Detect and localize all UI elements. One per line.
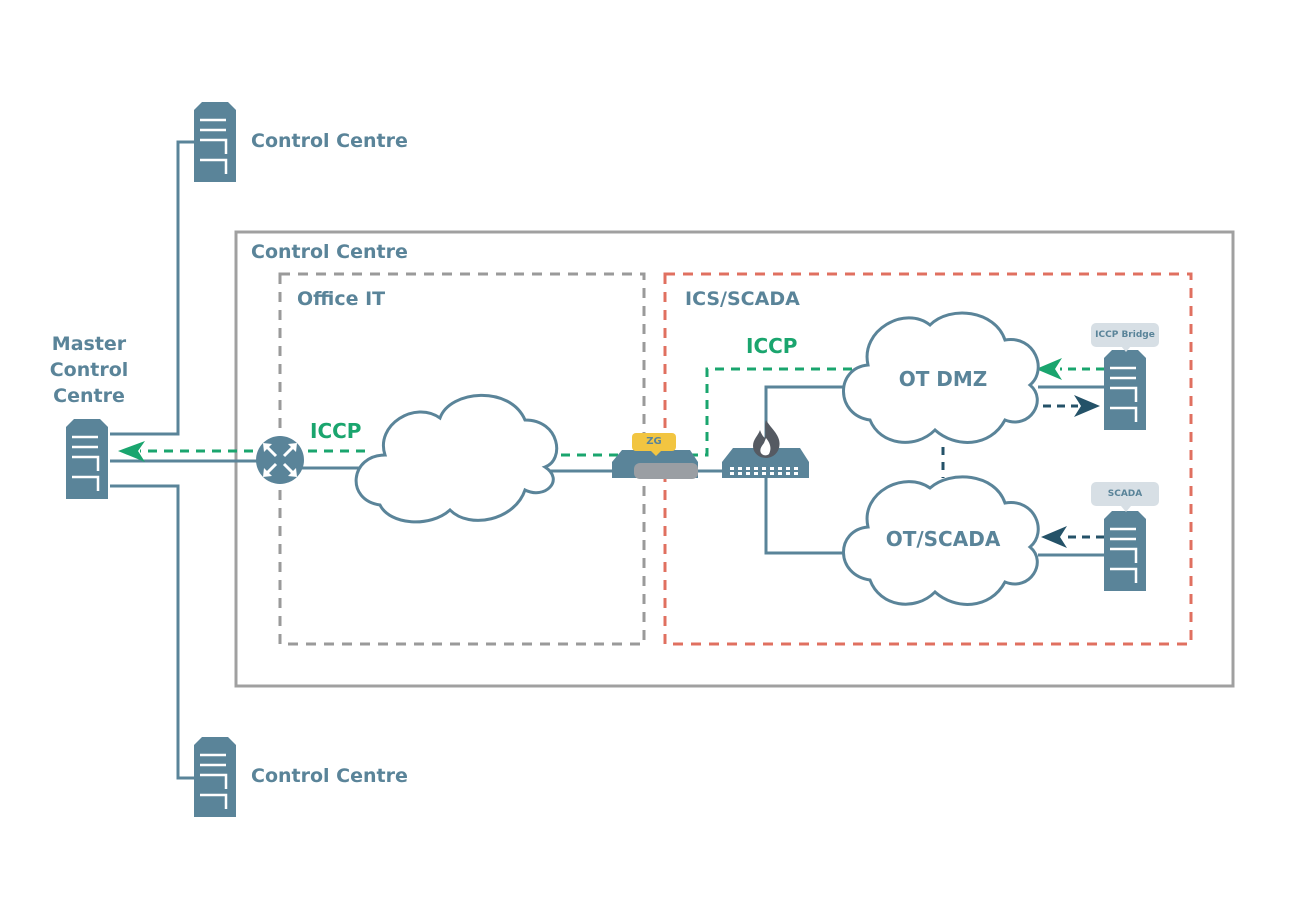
control-centre-bottom-label: Control Centre — [251, 765, 408, 787]
master-links — [110, 140, 1104, 780]
master-label-line1: Master — [51, 333, 127, 355]
zg-badge: ZG — [632, 433, 676, 451]
router-icon — [256, 436, 304, 484]
master-label-line2: Control — [49, 359, 129, 381]
ot-dmz-label: OT DMZ — [898, 367, 988, 391]
ics-scada-label: ICS/SCADA — [685, 288, 800, 310]
gateway-icon — [612, 450, 698, 479]
master-control-label: Master Control Centre — [29, 331, 149, 409]
control-centre-top-server-icon — [192, 100, 238, 184]
control-centre-top-label: Control Centre — [251, 130, 408, 152]
control-centre-boundary — [234, 230, 1235, 688]
ot-scada-label: OT/SCADA — [885, 527, 1001, 551]
dark-flows — [1041, 395, 1104, 548]
scada-badge: SCADA — [1091, 482, 1159, 506]
control-centre-bottom-server-icon — [192, 735, 238, 819]
scada-server-icon — [1102, 509, 1148, 593]
iccp-bridge-server-icon — [1102, 348, 1148, 432]
iccp-ics-label: ICCP — [746, 334, 798, 358]
firewall-icon — [722, 420, 809, 478]
office-cloud — [354, 393, 559, 524]
iccp-office-label: ICCP — [310, 419, 362, 443]
ot-dmz-cloud — [842, 311, 1040, 444]
control-centre-main-label: Control Centre — [251, 241, 408, 263]
iccp-bridge-badge: ICCP Bridge — [1091, 323, 1159, 347]
master-server-icon — [64, 417, 110, 501]
master-label-line3: Centre — [53, 385, 125, 407]
ot-scada-cloud — [842, 475, 1040, 606]
office-it-label: Office IT — [297, 288, 386, 310]
